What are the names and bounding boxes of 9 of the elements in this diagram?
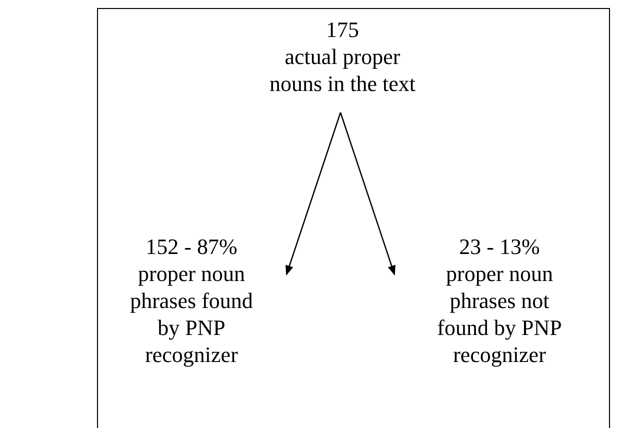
arrow [286, 112, 342, 276]
count-label: 152 - 87% [146, 232, 238, 260]
description-text: proper noun phrases not found by PNP recognizer [436, 260, 563, 368]
count-label: 23 - 13% [459, 232, 540, 260]
description-text: actual proper nouns in the text [268, 42, 417, 96]
arrow [340, 112, 396, 276]
description-text: proper noun phrases found by PNP recognizer [129, 260, 254, 368]
count-label: 175 [326, 16, 359, 42]
frame-box [97, 8, 610, 428]
